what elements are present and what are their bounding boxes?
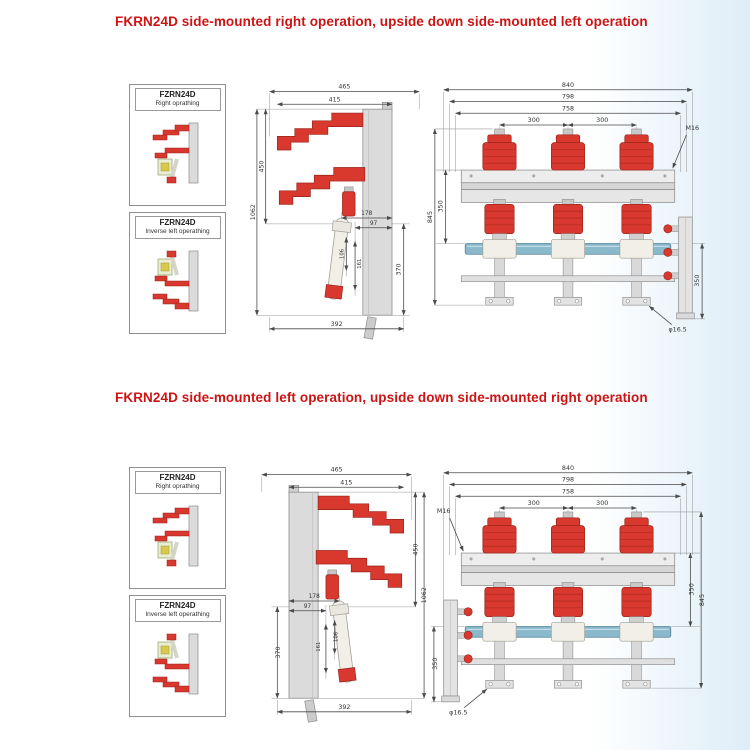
dim-label: 106 [334, 631, 340, 642]
dim-label: 350 [438, 200, 445, 212]
dim-label: 300 [528, 117, 540, 124]
dim-label: 392 [331, 321, 343, 328]
dim-label: 370 [396, 264, 403, 276]
legend-caption: Inverse left operathing [145, 611, 210, 618]
legend-caption: Inverse left operathing [145, 228, 210, 235]
section-1-front-view: 840 798 758 300 300 M16 350 845 350 φ16.… [427, 82, 710, 334]
legend-label: FZRN24D Inverse left operathing [134, 599, 221, 622]
dim-label: 161 [357, 259, 363, 269]
section-1-legend-panel: FZRN24D Right oprathing FZRN24D Inverse … [129, 84, 226, 334]
dim-label: 465 [331, 467, 343, 474]
legend-label: FZRN24D Inverse left operathing [134, 216, 221, 239]
dim-label: 350 [432, 658, 439, 670]
legend-caption: Right oprathing [155, 483, 200, 490]
section-2-front-view: 840 798 758 300 300 M16 350 845 350 φ16.… [426, 465, 706, 717]
legend-model: FZRN24D [159, 218, 196, 227]
dim-label: 450 [412, 543, 419, 555]
legend-model: FZRN24D [159, 473, 196, 482]
dim-label: 106 [339, 248, 345, 259]
dim-label: 350 [688, 583, 695, 595]
dim-label: 161 [316, 642, 322, 652]
legend-mini-drawing [150, 504, 200, 568]
dim-label-hole: φ16.5 [668, 327, 686, 334]
dim-label: 178 [309, 594, 320, 600]
dim-label-hole: φ16.5 [449, 710, 467, 717]
dim-label: 392 [338, 704, 350, 711]
section-1-title: FKRN24D side-mounted right operation, up… [115, 14, 648, 29]
dim-label: 415 [340, 479, 352, 486]
dim-label: 370 [275, 647, 282, 659]
dim-label-bolt: M16 [437, 508, 451, 515]
section-2-legend-panel: FZRN24D Right oprathing FZRN24D Inverse … [129, 467, 226, 717]
section-1-side-view: 465 415 1062 450 178 97 370 106 161 392 [250, 84, 433, 357]
legend-box-right-operating: FZRN24D Right oprathing [129, 467, 226, 589]
dim-label: 300 [596, 117, 608, 124]
dim-label: 350 [694, 275, 701, 287]
dim-label: 798 [562, 477, 574, 484]
legend-mini-drawing-flipped [150, 249, 200, 313]
section-2-title: FKRN24D side-mounted left operation, ups… [115, 390, 648, 405]
legend-model: FZRN24D [159, 90, 196, 99]
legend-mini-drawing [150, 121, 200, 185]
legend-box-right-operating: FZRN24D Right oprathing [129, 84, 226, 206]
dim-label: 1062 [250, 204, 257, 220]
dim-label: 798 [562, 94, 574, 101]
dim-label-bolt: M16 [686, 125, 700, 132]
dim-label: 845 [699, 594, 706, 606]
dim-label: 840 [562, 82, 574, 89]
legend-label: FZRN24D Right oprathing [134, 471, 221, 494]
dim-label: 450 [259, 160, 266, 172]
dim-label: 97 [304, 604, 312, 610]
legend-box-inverse-left-operating: FZRN24D Inverse left operathing [129, 212, 226, 334]
dim-label: 1062 [421, 587, 428, 603]
dim-label: 845 [427, 211, 434, 223]
legend-model: FZRN24D [159, 601, 196, 610]
dim-label: 178 [361, 211, 372, 217]
legend-mini-drawing-flipped [150, 632, 200, 696]
dim-label: 758 [562, 488, 574, 495]
dim-label: 97 [370, 221, 378, 227]
section-2-side-view: 465 415 1062 450 178 97 370 106 161 392 [248, 467, 428, 740]
dim-label: 415 [329, 96, 341, 103]
dim-label: 465 [338, 84, 350, 91]
legend-caption: Right oprathing [155, 100, 200, 107]
dim-label: 300 [596, 500, 608, 507]
legend-box-inverse-left-operating: FZRN24D Inverse left operathing [129, 595, 226, 717]
dim-label: 840 [562, 465, 574, 472]
dim-label: 300 [528, 500, 540, 507]
dim-label: 758 [562, 105, 574, 112]
legend-label: FZRN24D Right oprathing [134, 88, 221, 111]
